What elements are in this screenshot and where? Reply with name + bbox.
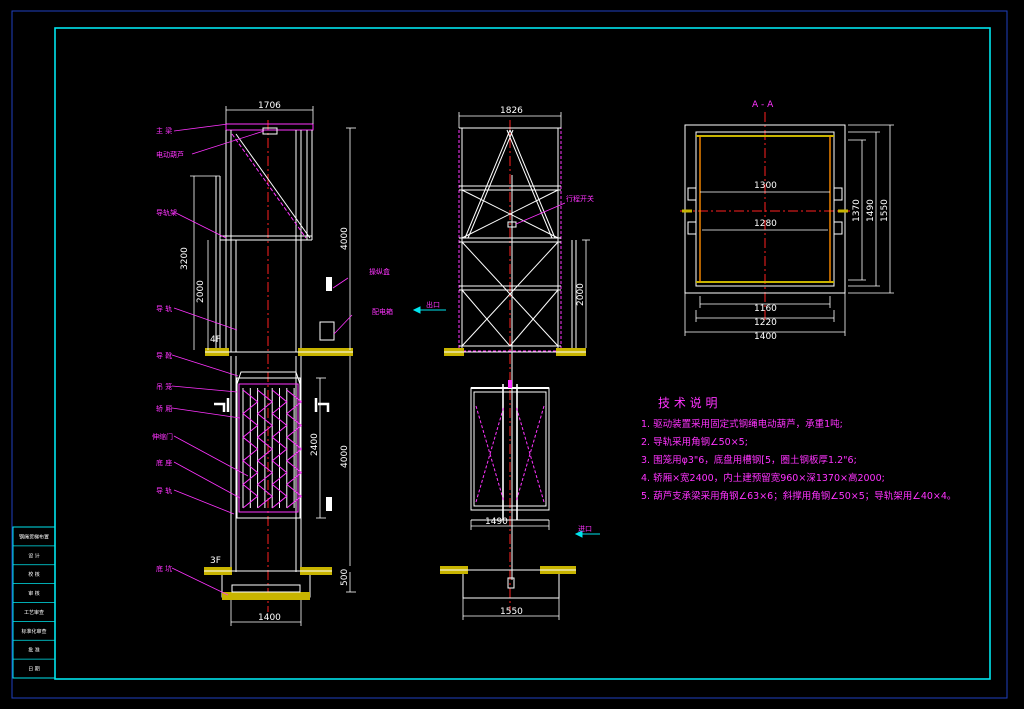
dim-section-1370: 1370 <box>852 199 862 222</box>
drawing-frame <box>54 27 991 680</box>
label-guide-shoe: 导 靴 <box>156 351 172 360</box>
note-4: 4. 轿厢×宽2400，内土建预留宽960×深1370×高2000; <box>641 472 885 484</box>
dim-left-bottom-width: 1400 <box>258 613 281 623</box>
dim-section-1160: 1160 <box>754 304 777 314</box>
dim-section-1280: 1280 <box>754 219 777 229</box>
label-guide-rail-upper: 导 轨 <box>156 304 172 313</box>
note-5: 5. 葫芦支承梁采用角钢∠63×6；斜撑用角钢∠50×5；导轨架用∠40×4。 <box>641 490 956 502</box>
title-block-row: 设 计 <box>28 552 40 559</box>
title-block-row: 钢绳货梯布置 <box>19 533 49 540</box>
label-control-box: 操纵盒 <box>369 267 390 276</box>
label-entrance-bottom: 进口 <box>578 525 592 533</box>
label-electric-hoist: 电动葫芦 <box>156 150 184 159</box>
dim-section-1400: 1400 <box>754 332 777 342</box>
gate-lattice <box>286 389 303 509</box>
label-pit: 底 坑 <box>156 564 172 573</box>
dim-middle-pit-width: 1550 <box>500 607 523 617</box>
section-title: A - A <box>752 100 774 110</box>
technical-notes: 技 术 说 明 1. 驱动装置采用固定式钢绳电动葫芦，承重1吨; 2. 导轨采用… <box>641 395 956 502</box>
gate-lattice <box>271 389 288 509</box>
gate-lattice <box>242 389 259 509</box>
label-base: 底 座 <box>156 458 172 467</box>
dim-middle-top-width: 1826 <box>500 106 523 116</box>
title-block-row: 批 准 <box>28 647 40 654</box>
left-elevation-view <box>171 106 356 626</box>
floor-4f: 4F <box>210 335 221 345</box>
label-folding-door: 伸缩门 <box>152 432 173 441</box>
title-block-row: 校 核 <box>28 571 40 578</box>
dim-left-4000-top: 4000 <box>340 227 350 250</box>
outer-sheet-border <box>11 10 1008 699</box>
section-a-a-view <box>680 112 894 336</box>
label-main-beam: 主 梁 <box>156 126 172 135</box>
note-3: 3. 围笼用φ3"6，底盘用槽钢[5，圈土钢板厚1.2"6; <box>641 454 857 466</box>
dim-section-1490: 1490 <box>866 199 876 222</box>
main-beam <box>225 123 314 131</box>
title-block-row: 审 核 <box>28 590 40 597</box>
control-box-bottom <box>326 497 332 511</box>
dim-left-2400: 2400 <box>310 433 320 456</box>
dim-left-4000-bottom: 4000 <box>340 445 350 468</box>
dim-left-500: 500 <box>340 569 350 586</box>
note-2: 2. 导轨采用角钢∠50×5; <box>641 436 748 448</box>
dim-section-1550: 1550 <box>880 199 890 222</box>
dim-section-1300: 1300 <box>754 181 777 191</box>
dim-middle-cage-width: 1490 <box>485 517 508 527</box>
title-block-row: 工艺审查 <box>24 609 44 616</box>
dim-left-2000: 2000 <box>196 280 206 303</box>
label-guide-frame: 导轨架 <box>156 208 177 217</box>
dim-left-top-width: 1706 <box>258 101 281 111</box>
label-guide-rail-lower: 导 轨 <box>156 486 172 495</box>
label-limit-switch: 行程开关 <box>566 194 594 203</box>
floor-3f: 3F <box>210 556 221 566</box>
middle-elevation-view <box>412 112 600 620</box>
title-block-row: 标准化审查 <box>21 628 46 635</box>
dim-middle-2000: 2000 <box>576 283 586 306</box>
gate-lattice <box>256 389 273 509</box>
notes-title: 技 术 说 明 <box>658 395 717 410</box>
note-1: 1. 驱动装置采用固定式钢绳电动葫芦，承重1吨; <box>641 418 843 430</box>
dim-left-3200: 3200 <box>180 247 190 270</box>
label-exit-top: 出口 <box>426 300 440 309</box>
label-car: 轿 厢 <box>156 404 172 413</box>
title-block-row: 日 期 <box>28 667 40 673</box>
control-box-top <box>326 277 332 291</box>
label-distribution-box: 配电箱 <box>372 307 393 316</box>
label-cage: 吊 笼 <box>156 382 172 391</box>
dim-section-1220: 1220 <box>754 318 777 328</box>
